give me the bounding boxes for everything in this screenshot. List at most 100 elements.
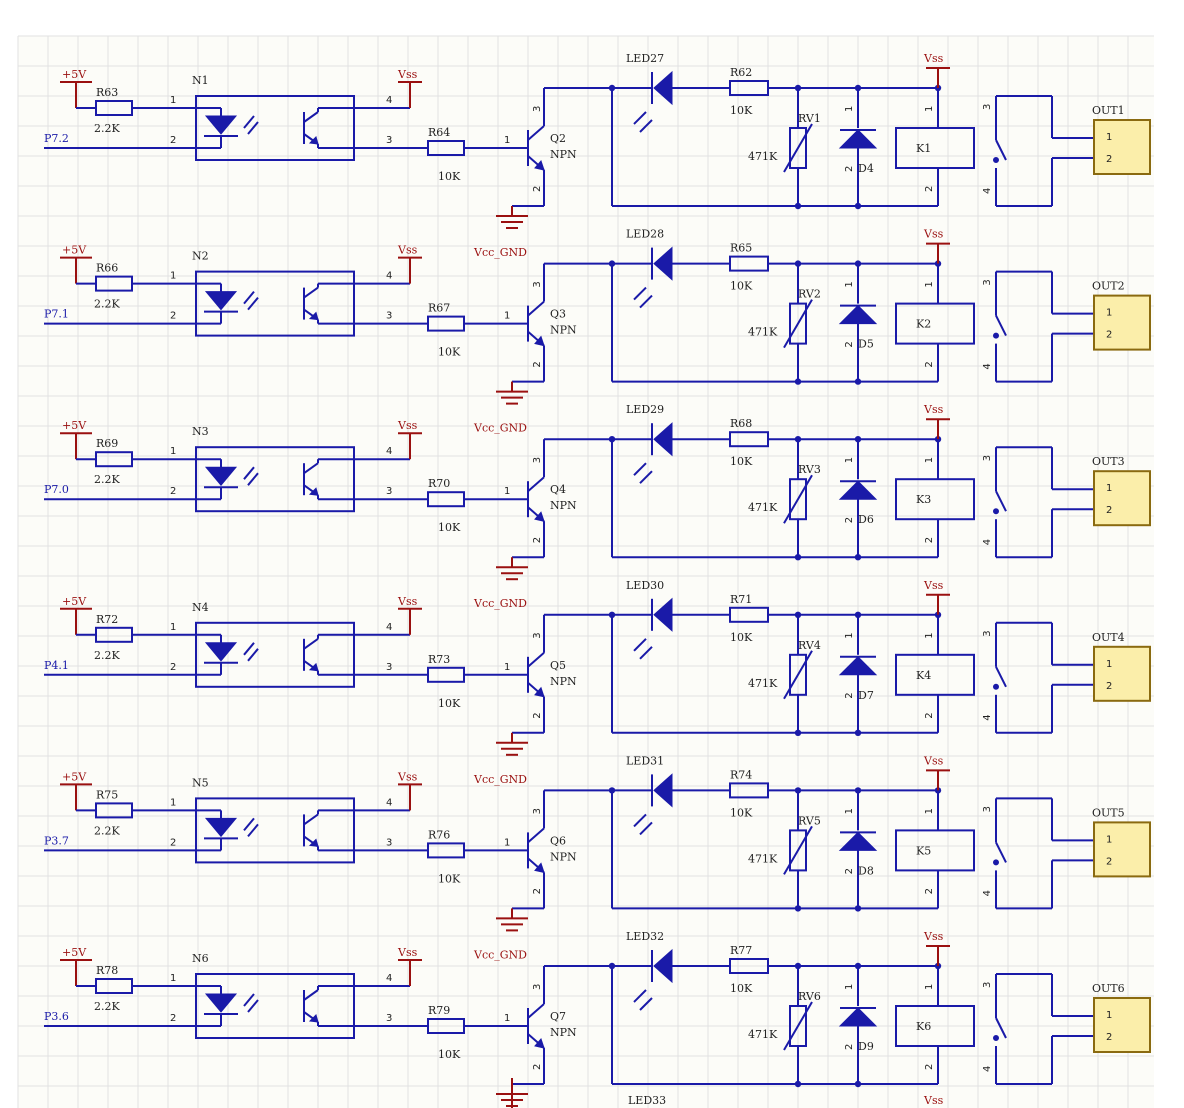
pin-number: 2 <box>532 186 543 192</box>
wire <box>243 642 255 656</box>
wire <box>633 462 647 476</box>
wire <box>247 648 259 662</box>
wire <box>783 474 813 524</box>
pin-number: 1 <box>170 446 176 457</box>
input-resistor-value: 2.2K <box>94 122 120 135</box>
led-resistor-value: 10K <box>730 806 753 819</box>
optocoupler <box>195 446 355 513</box>
pin-number: 1 <box>170 95 176 106</box>
pin-number: 2 <box>844 1044 855 1050</box>
pin-number: 1 <box>844 984 855 990</box>
pin-number: 3 <box>532 984 543 990</box>
connector-ref: OUT6 <box>1092 982 1125 995</box>
pin-number: 1 <box>924 457 935 463</box>
pin-number: 1 <box>1106 659 1112 670</box>
partial-row: LED33 Vss <box>511 1078 944 1108</box>
relay-ref: K1 <box>916 142 931 155</box>
optocoupler-ref: N5 <box>192 776 209 789</box>
base-resistor-ref: R73 <box>428 653 450 666</box>
pin-number: 2 <box>1106 1032 1112 1043</box>
pin-number: 2 <box>1106 856 1112 867</box>
pin-number: 2 <box>844 166 855 172</box>
wire <box>243 993 255 1007</box>
vcc-gnd-label: Vcc_GND <box>473 773 527 786</box>
arrow-icon <box>308 1014 319 1023</box>
pin-number: 3 <box>386 486 392 497</box>
pin-number: 2 <box>924 361 935 367</box>
input-resistor-ref: R69 <box>96 437 118 450</box>
pin-number: 1 <box>844 106 855 112</box>
pin-number: 1 <box>1106 132 1112 143</box>
transistor-ref: Q4 <box>550 483 566 496</box>
led-resistor-ref: R71 <box>730 593 752 606</box>
pin-number: 4 <box>386 973 392 984</box>
pin-number: 3 <box>982 630 993 636</box>
pin-number: 1 <box>844 457 855 463</box>
base-resistor-value: 10K <box>438 872 461 885</box>
wire <box>995 666 1007 688</box>
switch-contact <box>993 157 999 163</box>
pin-number: 2 <box>844 868 855 874</box>
wire <box>247 823 259 838</box>
wire <box>639 646 653 660</box>
pin-number: 4 <box>386 95 392 106</box>
pin-number: 2 <box>170 486 176 497</box>
varistor-ref: RV3 <box>798 463 821 476</box>
pin-number: 2 <box>924 712 935 718</box>
wire <box>633 989 647 1003</box>
base-resistor-value: 10K <box>438 521 461 534</box>
wire <box>639 119 653 133</box>
pin-number: 2 <box>844 692 855 698</box>
junction-dot <box>794 260 802 267</box>
pin-number: 4 <box>386 446 392 457</box>
pin-number: 2 <box>844 341 855 347</box>
arrow-icon <box>308 487 319 496</box>
vss-label: Vss <box>923 930 944 943</box>
connector-ref: OUT5 <box>1092 806 1125 819</box>
wire <box>633 813 647 828</box>
transistor-ref: Q3 <box>550 308 566 321</box>
partial-led-label: LED33 <box>628 1094 666 1107</box>
emitter-arrow-icon <box>534 511 545 522</box>
wire <box>247 999 259 1013</box>
output-connector <box>1093 470 1151 527</box>
pin-number: 1 <box>504 837 510 848</box>
pin-number: 4 <box>982 188 993 194</box>
wire <box>783 650 813 700</box>
base-resistor-ref: R64 <box>428 126 450 139</box>
wire <box>303 111 319 123</box>
pin-number: 1 <box>1106 834 1112 845</box>
pin-number: 3 <box>386 1013 392 1024</box>
wire <box>633 111 647 125</box>
wire <box>243 115 255 129</box>
arrow-icon <box>308 662 319 672</box>
pin-number: 1 <box>924 984 935 990</box>
optocoupler-ref: N4 <box>192 601 209 614</box>
pin-number: 4 <box>386 271 392 282</box>
wire <box>527 125 545 141</box>
vss-label: Vss <box>923 754 944 767</box>
relay-coil <box>895 829 975 872</box>
emitter-arrow-icon <box>534 335 545 347</box>
output-connector <box>1093 645 1151 702</box>
input-resistor-value: 2.2K <box>94 824 120 837</box>
relay-coil <box>895 478 975 521</box>
emitter-arrow-icon <box>534 862 545 874</box>
transistor-ref: Q5 <box>550 659 566 672</box>
pin-number: 1 <box>504 135 510 146</box>
optocoupler <box>195 797 355 864</box>
input-net-label: P7.1 <box>44 308 69 321</box>
wire <box>995 490 1007 512</box>
pin-number: 2 <box>170 837 176 848</box>
optocoupler-ref: N1 <box>192 74 209 87</box>
vss-label: Vss <box>923 403 944 416</box>
wire <box>303 286 319 299</box>
vss-label: Vss <box>397 770 418 783</box>
pin-number: 4 <box>982 363 993 369</box>
transistor-type: NPN <box>550 324 577 337</box>
pin-number: 1 <box>924 632 935 638</box>
vss-label: Vss <box>397 419 418 432</box>
base-resistor-ref: R70 <box>428 477 450 490</box>
vcc-gnd-label: Vcc_GND <box>473 246 527 259</box>
